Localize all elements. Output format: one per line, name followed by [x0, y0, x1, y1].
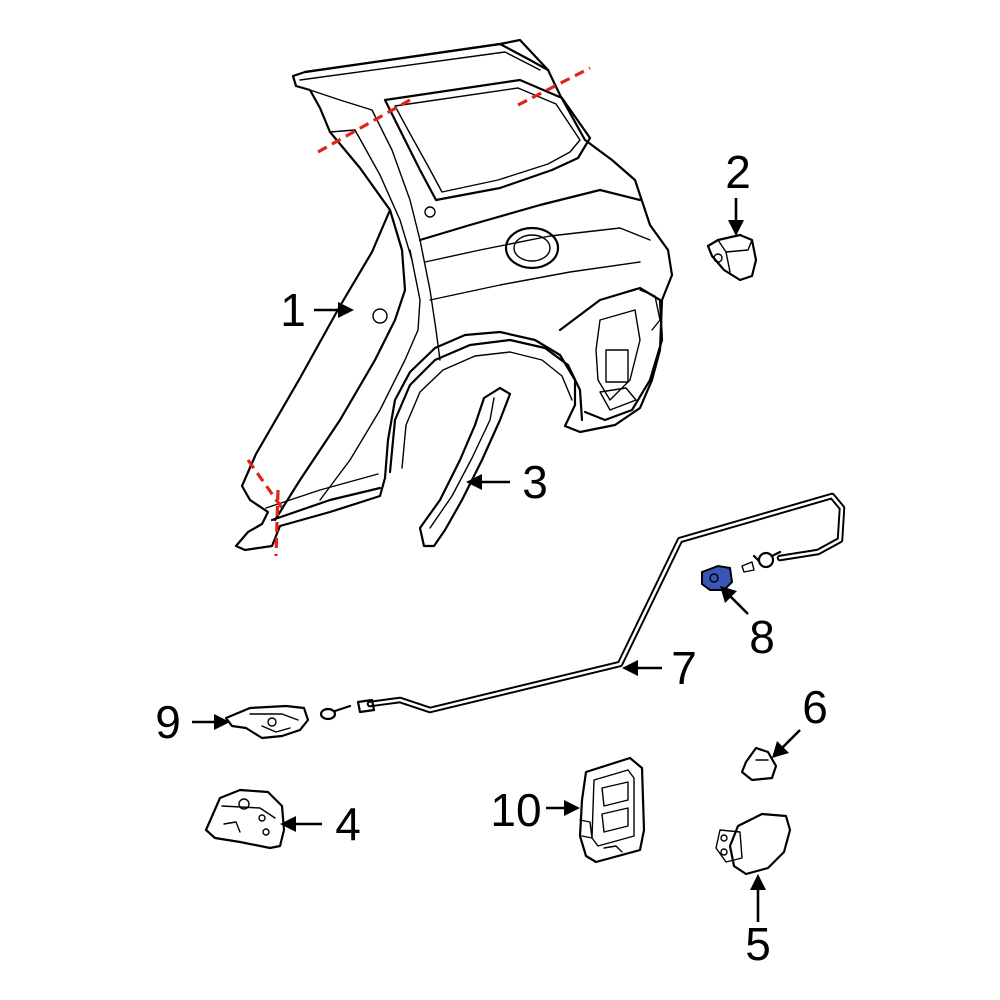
- arrow-head-1: [338, 302, 354, 318]
- arrow-head-4: [280, 816, 296, 832]
- callout-label-6: 6: [802, 681, 828, 733]
- clip-part[interactable]: [740, 746, 778, 782]
- cut-lines: [246, 66, 591, 557]
- callout-label-9: 9: [155, 696, 181, 748]
- callout-label-4: 4: [335, 798, 361, 850]
- arrow-head-8: [720, 586, 737, 603]
- arrow-head-6: [772, 741, 789, 758]
- arrow-head-5: [750, 874, 766, 890]
- callout-8: 8: [720, 586, 775, 663]
- cut-line-roof-left: [317, 98, 411, 154]
- arrow-head-10: [564, 800, 580, 816]
- callout-5: 5: [745, 874, 771, 970]
- callout-1: 1: [280, 284, 354, 336]
- callout-3: 3: [466, 456, 548, 508]
- callout-2: 2: [725, 146, 751, 236]
- quarter-panel-part[interactable]: [234, 38, 674, 557]
- callout-label-3: 3: [522, 456, 548, 508]
- callout-label-2: 2: [725, 146, 751, 198]
- callout-label-5: 5: [745, 918, 771, 970]
- leader-line-6: [781, 729, 801, 749]
- cut-line-rocker-diagonal: [246, 459, 284, 509]
- cable-clip-part-highlighted[interactable]: [701, 564, 734, 591]
- release-cable-part[interactable]: [319, 492, 846, 721]
- arrow-head-9: [214, 714, 230, 730]
- cut-line-rocker-vertical: [274, 489, 280, 557]
- callout-label-8: 8: [749, 611, 775, 663]
- arrow-head-7: [622, 660, 638, 676]
- opener-base-part[interactable]: [204, 788, 286, 850]
- opener-lever-part[interactable]: [224, 704, 310, 740]
- wheel-arch-molding-part[interactable]: [418, 386, 512, 548]
- callout-label-7: 7: [671, 642, 697, 694]
- leader-line-8: [729, 595, 749, 615]
- fuel-filler-housing-part[interactable]: [578, 756, 646, 864]
- callout-label-1: 1: [280, 284, 306, 336]
- fuel-door-part[interactable]: [715, 812, 792, 876]
- arrow-head-3: [466, 474, 482, 490]
- callout-6: 6: [772, 681, 828, 758]
- callout-10: 10: [490, 784, 580, 836]
- callout-7: 7: [622, 642, 697, 694]
- arrow-head-2: [728, 220, 744, 236]
- callout-4: 4: [280, 798, 361, 850]
- cut-line-roof-right: [517, 66, 591, 107]
- callout-9: 9: [155, 696, 230, 748]
- bracket-part[interactable]: [706, 233, 758, 282]
- callout-label-10: 10: [490, 784, 541, 836]
